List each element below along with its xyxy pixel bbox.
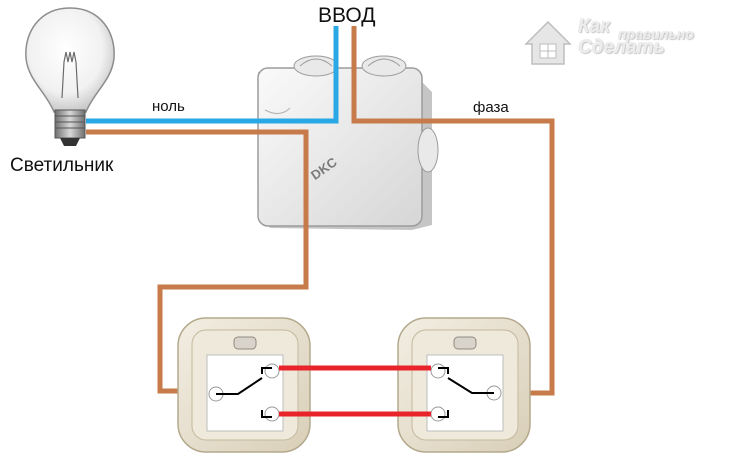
logo-text-line3: Сделать: [578, 37, 665, 58]
phase-label: фаза: [473, 99, 509, 116]
switch-2: [397, 317, 531, 453]
logo-house-icon: [524, 20, 572, 65]
switch-1: [177, 317, 311, 453]
site-logo: Как правильно Сделать: [522, 10, 727, 70]
lamp-glass: [25, 7, 115, 113]
phase-input-wire: [351, 26, 555, 396]
switch-2-contact: [438, 367, 494, 418]
box-gland-2: [361, 55, 407, 77]
lamp-wire: [86, 129, 309, 394]
box-gland-3: [417, 127, 439, 173]
lamp-label: Светильник: [10, 155, 114, 176]
switch-1-indicator: [233, 336, 257, 350]
lamp: [25, 7, 115, 146]
neutral-wire: [86, 26, 339, 124]
switch-2-indicator: [453, 336, 477, 350]
neutral-label: ноль: [152, 98, 185, 115]
switch-1-contact: [216, 367, 272, 418]
logo-text-line2: правильно: [618, 26, 694, 42]
logo-text-line1: Как: [578, 16, 610, 37]
input-title: ВВОД: [318, 4, 376, 27]
junction-box: DKC: [257, 55, 439, 230]
lamp-base: [54, 109, 86, 139]
lamp-filament: [61, 51, 79, 99]
